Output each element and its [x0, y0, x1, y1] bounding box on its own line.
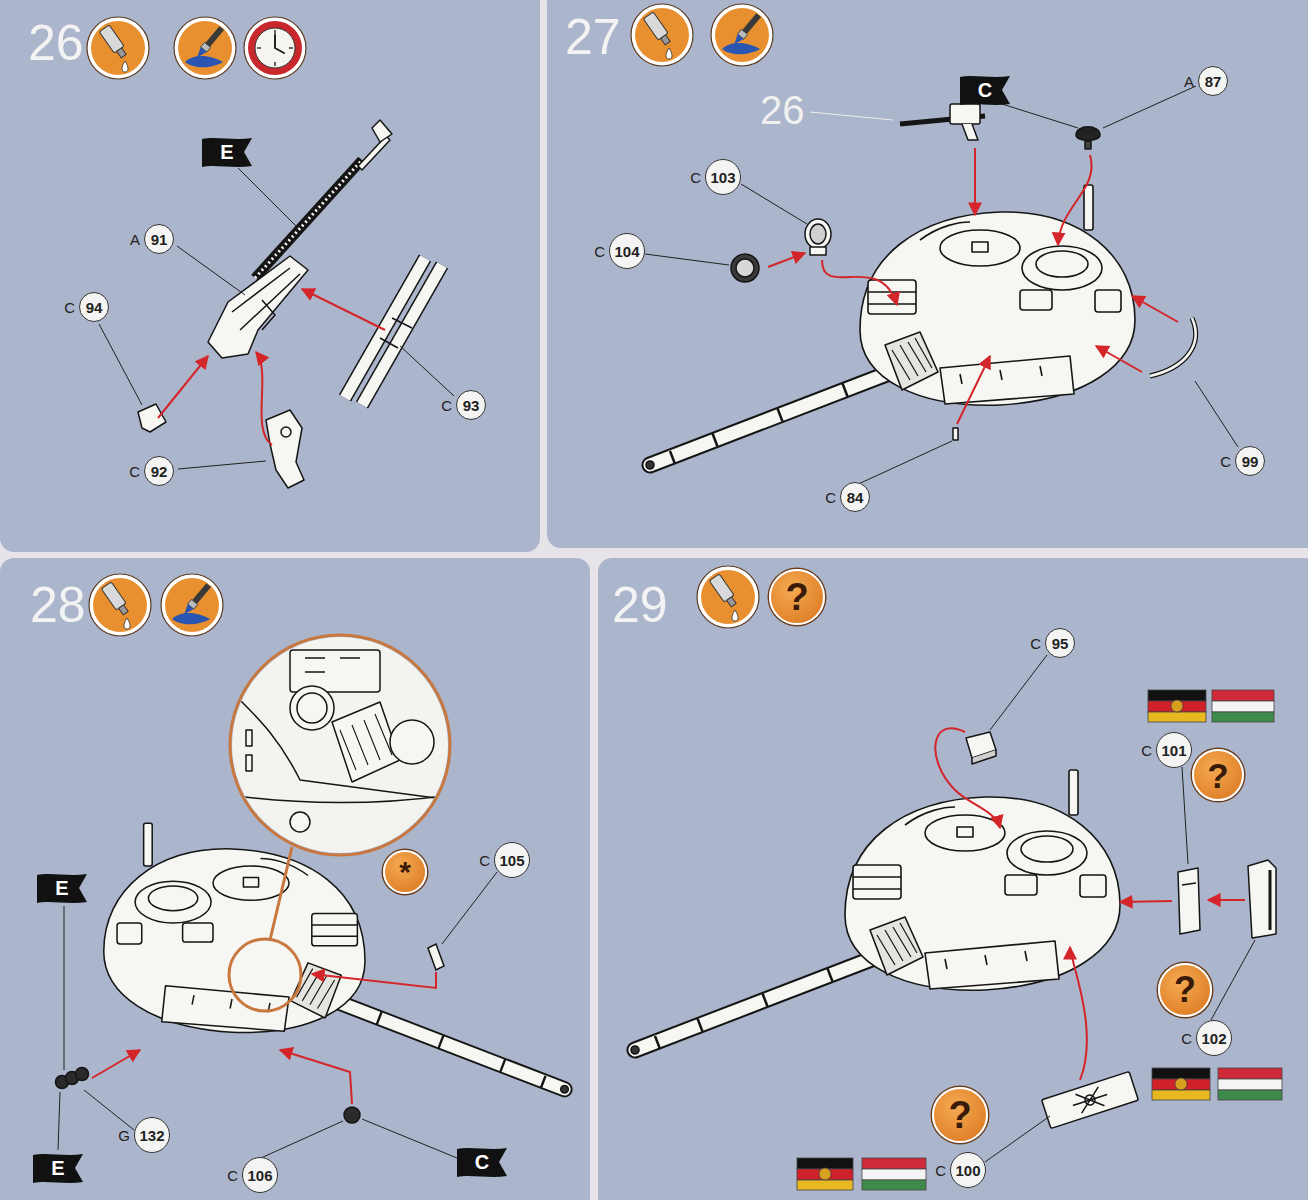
part-callout: C 104 — [594, 233, 645, 269]
color-code: E — [220, 142, 233, 162]
callout-circle: 92 — [144, 456, 174, 486]
part-callout: C 99 — [1220, 446, 1265, 476]
callout-circle: 91 — [144, 224, 174, 254]
part-callout: C 106 — [227, 1157, 278, 1193]
part-letter: C — [935, 1163, 946, 1178]
info-badge: ? — [1158, 963, 1212, 1017]
step-number: 28 — [30, 580, 86, 630]
part-callout: G 132 — [118, 1117, 170, 1153]
part-letter: C — [1220, 454, 1231, 469]
badge-symbol: ? — [785, 578, 808, 616]
callout-number: 93 — [463, 398, 480, 413]
part-callout: C 103 — [690, 159, 741, 195]
color-code: E — [51, 1158, 64, 1178]
step-panel: 29?C95C101??C102?C100 — [598, 558, 1308, 1200]
part-letter: C — [479, 853, 490, 868]
part-letter: C — [1181, 1031, 1192, 1046]
callout-circle: 104 — [609, 233, 645, 269]
part-letter: C — [129, 464, 140, 479]
part-callout: C 100 — [935, 1152, 986, 1188]
part-letter: C — [1030, 636, 1041, 651]
part-letter: C — [690, 170, 701, 185]
subassembly-ref: 26 — [760, 90, 805, 130]
part-letter: C — [441, 398, 452, 413]
callout-number: 132 — [139, 1128, 164, 1143]
callout-circle: 100 — [950, 1152, 986, 1188]
part-callout: C 101 — [1141, 732, 1192, 768]
callout-circle: 87 — [1198, 66, 1228, 96]
callout-number: 91 — [151, 232, 168, 247]
color-code: C — [475, 1152, 489, 1172]
material-flag: C — [455, 1146, 509, 1178]
part-callout: C 94 — [64, 292, 109, 322]
part-callout: A 87 — [1184, 66, 1228, 96]
step-number: 29 — [612, 580, 668, 630]
part-letter: A — [130, 232, 140, 247]
subassembly-number: 26 — [760, 90, 805, 130]
badge-symbol: ? — [1207, 758, 1228, 793]
step-panel: 27CA87C103C104C99C84 — [547, 0, 1308, 548]
part-letter: C — [64, 300, 75, 315]
callout-number: 94 — [86, 300, 103, 315]
step-panel: 26EA91C94C93C92 — [0, 0, 540, 552]
part-callout: C 105 — [479, 842, 530, 878]
callout-number: 101 — [1161, 743, 1186, 758]
part-letter: A — [1184, 74, 1194, 89]
material-flag: E — [31, 1152, 85, 1184]
part-letter: C — [825, 490, 836, 505]
callout-number: 84 — [847, 490, 864, 505]
badge-symbol: ? — [948, 1096, 971, 1134]
color-code: C — [978, 80, 992, 100]
part-letter: G — [118, 1128, 130, 1143]
badge-symbol: * — [399, 857, 411, 887]
part-callout: C 84 — [825, 482, 870, 512]
callout-number: 99 — [1242, 454, 1259, 469]
callout-circle: 99 — [1235, 446, 1265, 476]
callout-circle: 94 — [79, 292, 109, 322]
part-callout: C 102 — [1181, 1020, 1232, 1056]
callout-number: 103 — [710, 170, 735, 185]
part-letter: C — [594, 244, 605, 259]
callout-circle: 101 — [1156, 732, 1192, 768]
part-letter: C — [1141, 743, 1152, 758]
callout-number: 104 — [614, 244, 639, 259]
step-number: 27 — [565, 12, 621, 62]
part-letter: C — [227, 1168, 238, 1183]
part-callout: A 91 — [130, 224, 174, 254]
step-number: 26 — [28, 18, 84, 68]
callout-circle: 102 — [1196, 1020, 1232, 1056]
info-badge: ? — [1192, 749, 1244, 801]
callout-circle: 105 — [494, 842, 530, 878]
callout-number: 105 — [499, 853, 524, 868]
callout-circle: 95 — [1045, 628, 1075, 658]
info-badge: ? — [932, 1087, 988, 1143]
part-callout: C 93 — [441, 390, 486, 420]
callout-circle: 106 — [242, 1157, 278, 1193]
callout-number: 95 — [1052, 636, 1069, 651]
callout-circle: 93 — [456, 390, 486, 420]
callout-number: 87 — [1205, 74, 1222, 89]
color-code: E — [55, 878, 68, 898]
callout-number: 100 — [955, 1163, 980, 1178]
material-flag: C — [958, 74, 1012, 106]
material-flag: E — [200, 136, 254, 168]
part-callout: C 95 — [1030, 628, 1075, 658]
callout-circle: 103 — [705, 159, 741, 195]
callout-circle: 84 — [840, 482, 870, 512]
material-flag: E — [35, 872, 89, 904]
info-badge: * — [383, 850, 427, 894]
callout-number: 102 — [1201, 1031, 1226, 1046]
part-callout: C 92 — [129, 456, 174, 486]
info-badge: ? — [769, 569, 825, 625]
badge-symbol: ? — [1174, 972, 1196, 1008]
step-panel: 28*C105EG132EC106C — [0, 558, 590, 1200]
callout-number: 106 — [247, 1168, 272, 1183]
callout-circle: 132 — [134, 1117, 170, 1153]
callout-number: 92 — [151, 464, 168, 479]
